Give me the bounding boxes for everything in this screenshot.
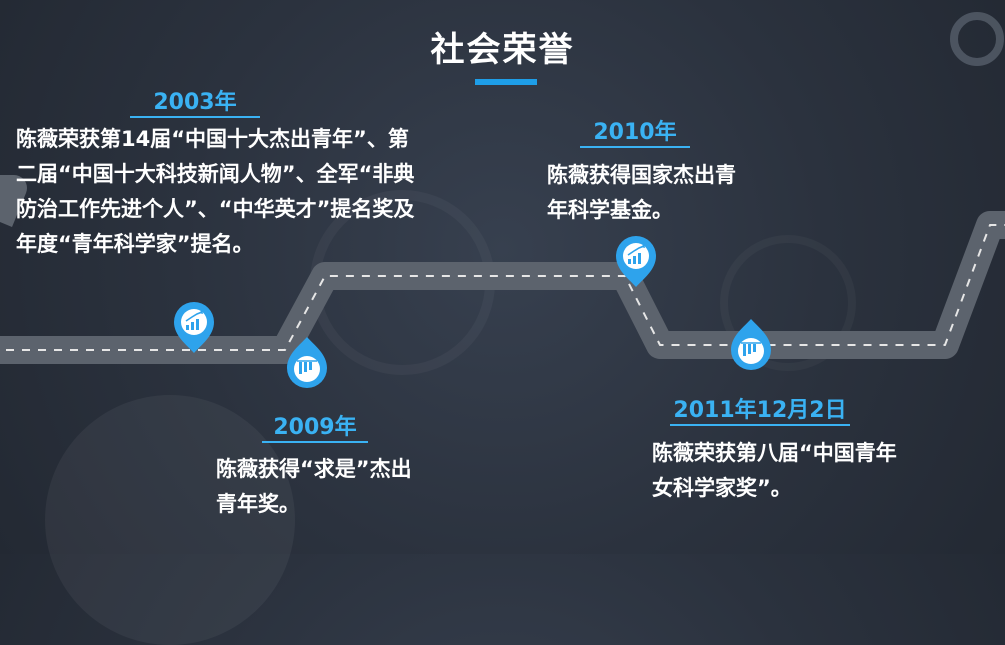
- title-underline: [475, 79, 537, 85]
- milestone-year: 2003年: [153, 90, 237, 115]
- growth-chart-icon: [627, 244, 645, 264]
- bar-chart-icon: [297, 360, 317, 374]
- year-underline: [130, 116, 260, 118]
- timeline-road: [0, 175, 1005, 364]
- bar-chart-icon: [741, 342, 761, 356]
- growth-chart-icon: [185, 310, 203, 330]
- year-underline: [262, 441, 368, 443]
- year-underline: [670, 424, 850, 426]
- milestone-description: 陈薇获得国家杰出青年科学基金。: [547, 163, 736, 222]
- milestone-description: 陈薇荣获第14届“中国十大杰出青年”、第二届“中国十大科技新闻人物”、全军“非典…: [16, 127, 415, 256]
- location-pin-icon: [174, 302, 214, 353]
- location-pin-icon: [287, 337, 327, 388]
- year-underline: [580, 146, 690, 148]
- page-title: 社会荣誉: [430, 30, 575, 70]
- milestone-year: 2009年: [273, 415, 357, 440]
- location-pin-icon: [616, 236, 656, 287]
- milestone-year: 2010年: [593, 120, 677, 145]
- location-pin-icon: [731, 319, 771, 370]
- milestone-description: 陈薇获得“求是”杰出青年奖。: [216, 457, 412, 516]
- milestone-description: 陈薇荣获第八届“中国青年女科学家奖”。: [652, 441, 897, 500]
- milestone-year: 2011年12月2日: [673, 398, 847, 423]
